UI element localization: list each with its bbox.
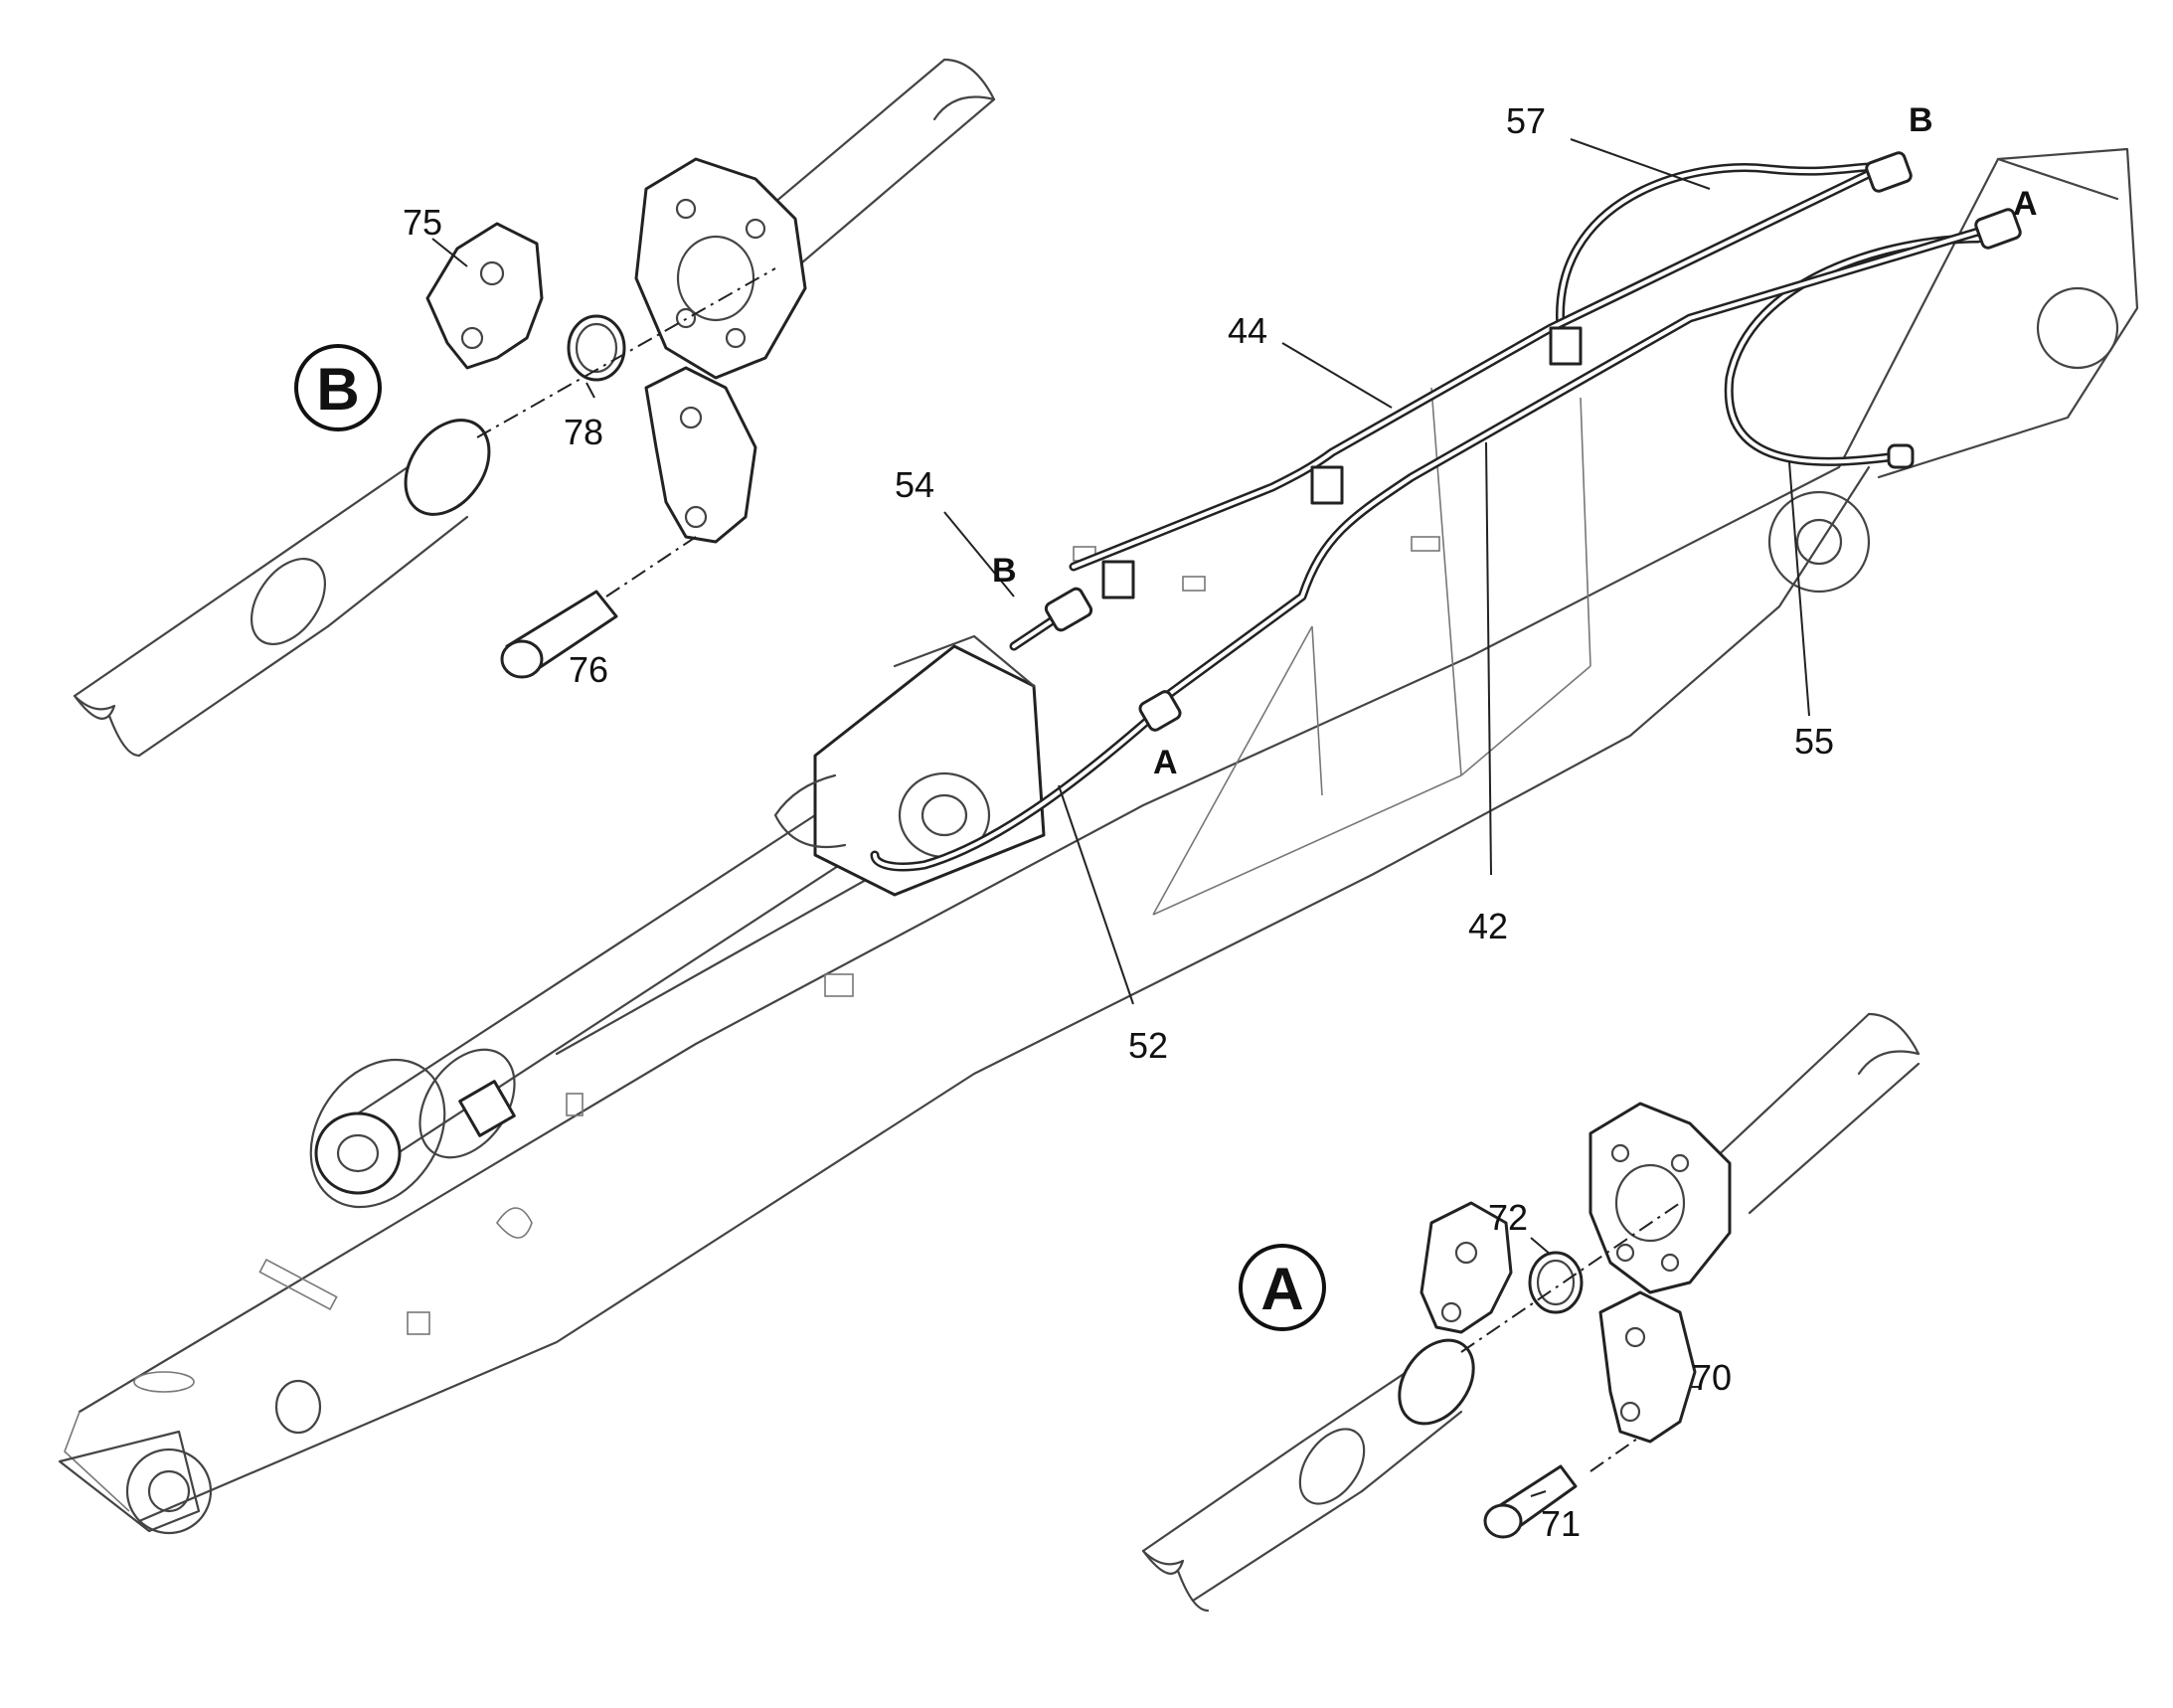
- letter-mid-a: A: [1153, 744, 1178, 781]
- detail-b-marker: B: [316, 356, 359, 423]
- detail-b-marker-circle: [294, 344, 382, 431]
- callout-labels: 57 44 54 55 42 52 75 78 76 72 70 71: [403, 100, 1834, 1544]
- callout-44: 44: [1228, 310, 1267, 351]
- callout-42: 42: [1468, 906, 1508, 946]
- callout-72: 72: [1488, 1197, 1528, 1238]
- boom-structure: [58, 147, 2139, 1535]
- leader-lines: [431, 138, 1810, 1497]
- callout-52: 52: [1128, 1025, 1168, 1066]
- detail-view-markers: B A: [294, 344, 1326, 1331]
- callout-55: 55: [1794, 721, 1834, 762]
- detail-b-flange-assembly: [73, 58, 996, 758]
- callout-57: 57: [1506, 100, 1546, 141]
- detail-a-marker-circle: [1239, 1244, 1326, 1331]
- hydraulic-cylinder: [309, 634, 1046, 1209]
- connection-letters: B A B A: [992, 101, 2038, 781]
- detail-a-flange-assembly: [1141, 1012, 1921, 1613]
- letter-top-a: A: [2013, 185, 2038, 223]
- letter-top-b: B: [1909, 101, 1933, 139]
- hoses: [870, 151, 2022, 872]
- callout-54: 54: [895, 464, 934, 505]
- callout-71: 71: [1541, 1503, 1581, 1544]
- letter-mid-b: B: [992, 552, 1017, 590]
- callout-76: 76: [569, 649, 608, 690]
- callout-78: 78: [564, 412, 603, 452]
- callout-75: 75: [403, 202, 442, 243]
- detail-a-marker: A: [1260, 1256, 1303, 1322]
- callout-70: 70: [1692, 1357, 1732, 1398]
